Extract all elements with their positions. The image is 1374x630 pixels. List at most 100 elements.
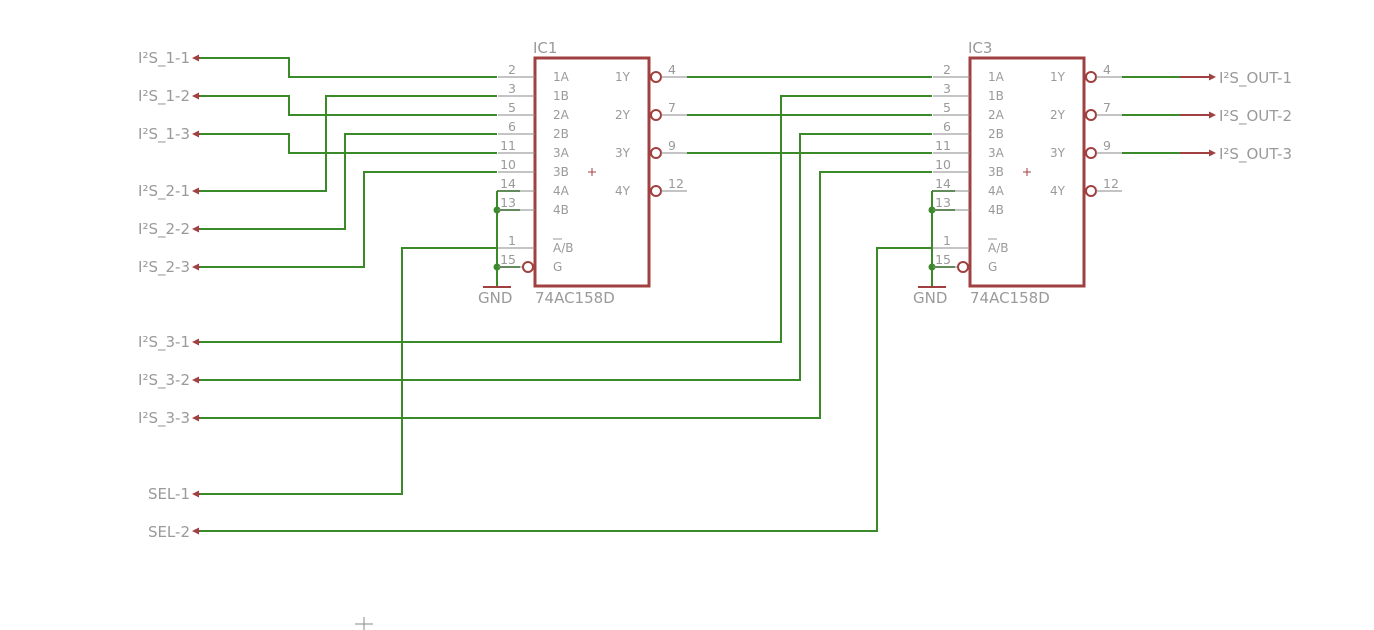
net-label-i2s-2-1[interactable]: I²S_2-1	[138, 182, 190, 201]
wire-i2s-2-2[interactable]	[200, 133, 497, 230]
pin-label: 3B	[553, 165, 569, 179]
gnd-symbol-ic1[interactable]: GND	[478, 286, 512, 307]
pin-label: G	[553, 260, 562, 274]
net-label-i2s-2-3[interactable]: I²S_2-3	[138, 258, 190, 277]
wire-i2s-3-3[interactable]	[200, 171, 932, 419]
junction-ic3-g	[928, 263, 936, 271]
ic1-pin-3b[interactable]: 10 3B	[498, 157, 569, 179]
net-label-i2s-1-2[interactable]: I²S_1-2	[138, 87, 190, 106]
net-label-sel-2[interactable]: SEL-2	[148, 523, 190, 541]
ic1-name: IC1	[533, 39, 557, 57]
wire-sel-1[interactable]	[200, 247, 497, 495]
junction-ic1-g	[493, 263, 501, 271]
ic1-pin-1b[interactable]: 3 1B	[498, 81, 569, 103]
pin-label: 2Y	[615, 108, 631, 122]
net-label-i2s-2-2[interactable]: I²S_2-2	[138, 220, 190, 239]
pin-number: 4	[1103, 62, 1111, 77]
ic3-pin-1y[interactable]: 41Y	[1050, 62, 1122, 84]
wire-sel-2[interactable]	[200, 247, 932, 532]
ic3-part-number: 74AC158D	[970, 289, 1050, 307]
ic1-pin-3a[interactable]: 11 3A	[498, 138, 570, 160]
pin-label: 2Y	[1050, 108, 1066, 122]
ic1-pin-2y[interactable]: 72Y	[615, 100, 687, 122]
net-label-i2s-3-2[interactable]: I²S_3-2	[138, 371, 190, 390]
pin-label: 3A	[988, 146, 1005, 160]
net-label-i2s-1-1[interactable]: I²S_1-1	[138, 49, 190, 68]
ic1-pin-3y[interactable]: 93Y	[615, 138, 687, 160]
pin-label: 2A	[553, 108, 570, 122]
pin-label: A/B	[988, 241, 1008, 255]
ic3-pin-2a[interactable]: 5 2A	[933, 100, 1005, 122]
wire-i2s-2-3[interactable]	[200, 171, 497, 268]
pin-number: 10	[935, 157, 951, 172]
junction-ic3-4b	[928, 206, 936, 214]
pin-number: 12	[668, 176, 684, 191]
wires	[200, 57, 1210, 532]
pin-number: 1	[508, 233, 516, 248]
net-label-i2s-3-3[interactable]: I²S_3-3	[138, 409, 190, 428]
pin-number: 12	[1103, 176, 1119, 191]
pin-label: A/B	[553, 241, 573, 255]
pin-label: 4Y	[615, 184, 631, 198]
pin-label: 1B	[988, 89, 1004, 103]
pin-number: 9	[668, 138, 676, 153]
ic1-pin-1y[interactable]: 41Y	[615, 62, 687, 84]
net-label-out-1[interactable]: I²S_OUT-1	[1219, 69, 1292, 88]
pin-number: 14	[500, 176, 516, 191]
pin-label: 4B	[988, 203, 1004, 217]
pin-label: 4B	[553, 203, 569, 217]
net-label-out-2[interactable]: I²S_OUT-2	[1219, 107, 1292, 126]
wire-i2s-2-1[interactable]	[200, 95, 497, 192]
ic1-pin-4b[interactable]: 13 4B	[498, 195, 569, 217]
input-port-arrows	[192, 54, 232, 535]
wire-i2s-1-3[interactable]	[200, 133, 497, 154]
pin-number: 5	[943, 100, 951, 115]
pin-label: 4A	[988, 184, 1005, 198]
junction-dots	[493, 206, 936, 271]
net-label-sel-1[interactable]: SEL-1	[148, 485, 190, 503]
pin-label: 3Y	[1050, 146, 1066, 160]
net-label-out-3[interactable]: I²S_OUT-3	[1219, 145, 1292, 164]
ic1-pin-4y[interactable]: 12 4Y	[615, 176, 687, 198]
pin-number: 1	[943, 233, 951, 248]
net-label-i2s-1-3[interactable]: I²S_1-3	[138, 125, 190, 144]
net-label-i2s-3-1[interactable]: I²S_3-1	[138, 333, 190, 352]
wire-i2s-1-1[interactable]	[200, 57, 497, 78]
pin-label: 1B	[553, 89, 569, 103]
pin-label: 1A	[988, 70, 1005, 84]
pin-number: 4	[668, 62, 676, 77]
output-ports: I²S_OUT-1 I²S_OUT-2 I²S_OUT-3	[1180, 69, 1292, 164]
gnd-symbol-ic3[interactable]: GND	[913, 286, 947, 307]
pin-label: 2A	[988, 108, 1005, 122]
wire-i2s-3-1[interactable]	[200, 95, 932, 343]
wire-i2s-1-2[interactable]	[200, 95, 497, 116]
gnd-label-ic1: GND	[478, 289, 512, 307]
ic3-pin-2y[interactable]: 72Y	[1050, 100, 1122, 122]
ic3-name: IC3	[968, 39, 992, 57]
wire-i2s-3-2[interactable]	[200, 133, 932, 381]
pin-number: 10	[500, 157, 516, 172]
pin-number: 11	[500, 138, 516, 153]
pin-number: 13	[500, 195, 516, 210]
ic3-pin-3y[interactable]: 93Y	[1050, 138, 1122, 160]
pin-number: 3	[508, 81, 516, 96]
pin-label: 3A	[553, 146, 570, 160]
